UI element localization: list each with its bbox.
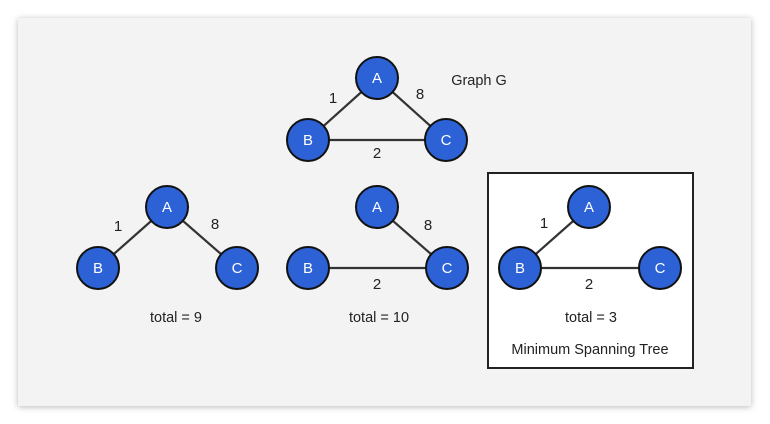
mst-panel: 1 2 A B C total = 3 Minimum Spanning Tre… bbox=[487, 172, 694, 369]
weight-bc-label: 2 bbox=[373, 276, 381, 293]
node-a: A bbox=[355, 56, 399, 100]
node-c-label: C bbox=[442, 260, 453, 277]
graph-g: 1 8 2 A B C Graph G bbox=[286, 56, 507, 162]
node-c: C bbox=[424, 118, 468, 162]
weight-ab-label: 1 bbox=[114, 218, 122, 235]
node-a-label: A bbox=[372, 70, 382, 87]
node-a-label: A bbox=[162, 199, 172, 216]
candidate-tree-1: 1 8 A B C total = 9 bbox=[76, 185, 259, 326]
node-b: B bbox=[76, 246, 120, 290]
total-label: total = 3 bbox=[565, 310, 617, 326]
node-c-label: C bbox=[655, 260, 666, 277]
node-a: A bbox=[145, 185, 189, 229]
node-a: A bbox=[355, 185, 399, 229]
weight-ac-label: 8 bbox=[211, 216, 219, 233]
node-b-label: B bbox=[303, 260, 313, 277]
weight-ab-label: 1 bbox=[540, 215, 548, 232]
node-b-label: B bbox=[303, 132, 313, 149]
graph-title: Graph G bbox=[451, 73, 507, 89]
total-label: total = 10 bbox=[349, 310, 409, 326]
mst-caption: Minimum Spanning Tree bbox=[511, 342, 668, 358]
node-c: C bbox=[638, 246, 682, 290]
candidate-tree-2: 8 2 A B C total = 10 bbox=[286, 185, 469, 326]
node-b-label: B bbox=[515, 260, 525, 277]
weight-bc-label: 2 bbox=[585, 276, 593, 293]
node-b-label: B bbox=[93, 260, 103, 277]
node-a: A bbox=[567, 185, 611, 229]
node-c-label: C bbox=[232, 260, 243, 277]
node-b: B bbox=[286, 246, 330, 290]
node-c: C bbox=[215, 246, 259, 290]
node-b: B bbox=[286, 118, 330, 162]
weight-ac-label: 8 bbox=[424, 217, 432, 234]
node-a-label: A bbox=[372, 199, 382, 216]
weight-bc-label: 2 bbox=[373, 145, 381, 162]
node-c: C bbox=[425, 246, 469, 290]
weight-ac-label: 8 bbox=[416, 86, 424, 103]
total-label: total = 9 bbox=[150, 310, 202, 326]
node-b: B bbox=[498, 246, 542, 290]
weight-ab-label: 1 bbox=[329, 90, 337, 107]
node-a-label: A bbox=[584, 199, 594, 216]
node-c-label: C bbox=[441, 132, 452, 149]
